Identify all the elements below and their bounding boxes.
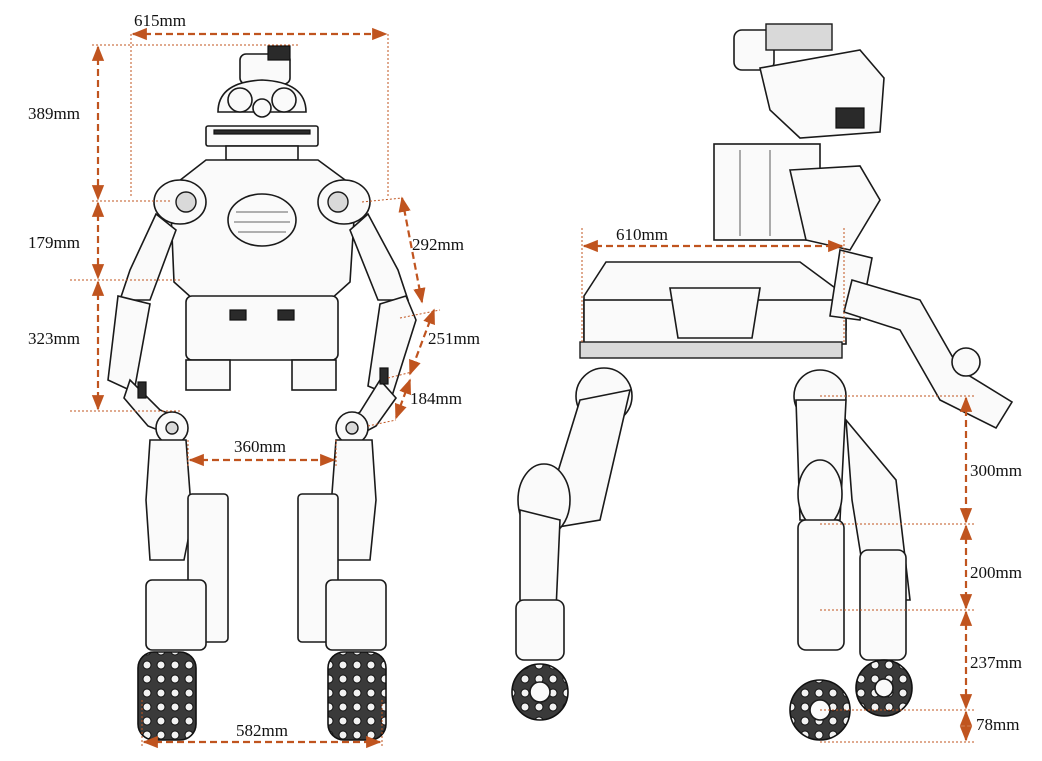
dim-label-300: 300mm	[970, 461, 1022, 480]
left-arm-icon	[107, 179, 207, 445]
side-arm-icon	[789, 165, 1014, 430]
side-dimensions: 610mm 300mm 200mm 237mm 78mm	[581, 225, 1022, 743]
head-sensor-icon	[205, 45, 319, 161]
front-legs-icon	[145, 439, 387, 651]
side-front-leg-icon	[511, 367, 633, 721]
side-body-icon	[579, 261, 847, 359]
side-rear-leg-icon	[789, 369, 913, 741]
dim-label-237: 237mm	[970, 653, 1022, 672]
front-dimensions: 615mm 389mm 179mm 323mm 292mm 251mm 184m…	[28, 11, 480, 749]
dim-label-360: 360mm	[234, 437, 286, 456]
front-view-robot	[107, 45, 417, 741]
dim-label-200: 200mm	[970, 563, 1022, 582]
dim-label-323: 323mm	[28, 329, 80, 348]
dim-label-389: 389mm	[28, 104, 80, 123]
dim-label-615: 615mm	[134, 11, 186, 30]
side-view-robot	[511, 23, 1014, 741]
dim-label-292: 292mm	[412, 235, 464, 254]
side-head-icon	[713, 23, 885, 241]
dim-label-582: 582mm	[236, 721, 288, 740]
right-arm-icon	[317, 179, 417, 445]
dim-label-610: 610mm	[616, 225, 668, 244]
dim-label-251: 251mm	[428, 329, 480, 348]
dim-label-184: 184mm	[410, 389, 462, 408]
torso-icon	[169, 159, 357, 391]
dim-label-78: 78mm	[976, 715, 1019, 734]
front-wheels-icon	[137, 651, 387, 741]
dim-label-179: 179mm	[28, 233, 80, 252]
